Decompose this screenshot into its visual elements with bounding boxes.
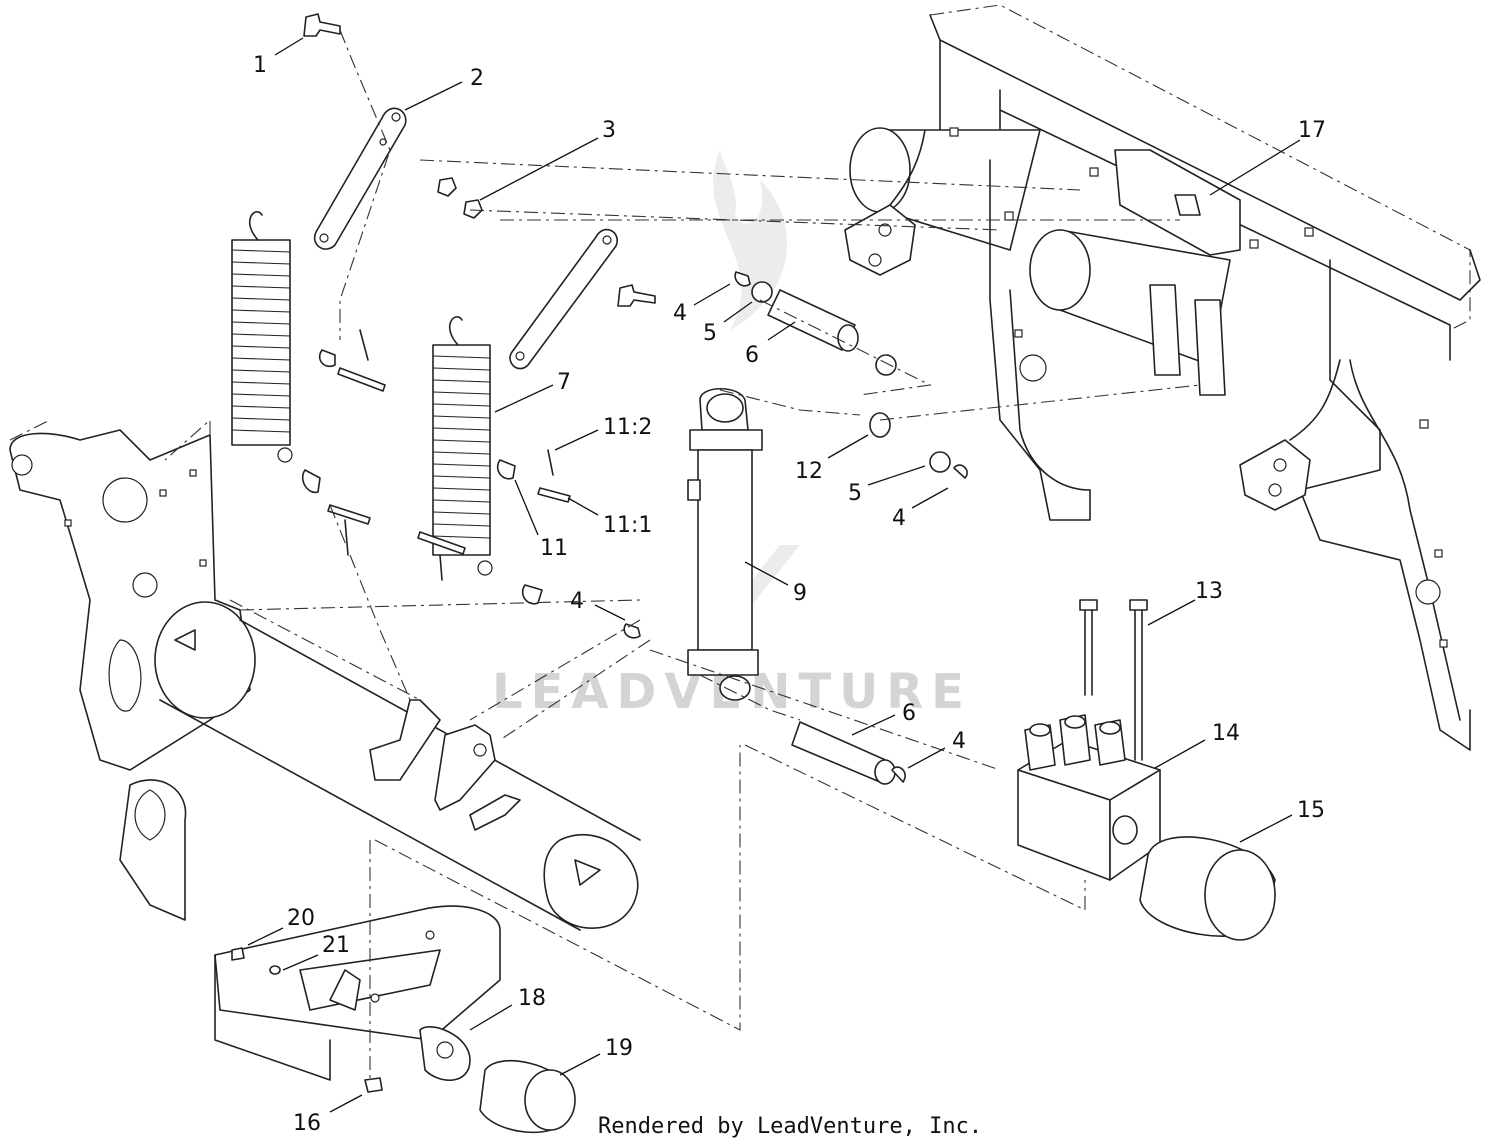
callout-4: 4 (892, 506, 906, 531)
frame-assembly (844, 4, 1481, 751)
callout-18: 18 (518, 986, 546, 1011)
callout-1: 1 (253, 53, 267, 78)
callout-7: 7 (557, 370, 571, 395)
callout-11-2: 11:2 (603, 415, 652, 440)
callout-4: 4 (952, 729, 966, 754)
callout-labels: 1 2 3 17 4 5 6 7 11:2 12 5 4 11:1 11 9 4… (253, 53, 1326, 1136)
callout-19: 19 (605, 1036, 633, 1061)
callout-4: 4 (570, 589, 584, 614)
callout-20: 20 (287, 906, 315, 931)
callout-21: 21 (322, 933, 350, 958)
callout-3: 3 (602, 118, 616, 143)
callout-6: 6 (902, 701, 916, 726)
hydraulic-cylinder (469, 271, 1201, 785)
callout-9: 9 (793, 581, 807, 606)
clevis-hardware (301, 329, 571, 701)
callout-14: 14 (1212, 721, 1240, 746)
render-credit: Rendered by LeadVenture, Inc. (598, 1114, 982, 1139)
callout-2: 2 (470, 66, 484, 91)
callout-13: 13 (1195, 579, 1223, 604)
callout-15: 15 (1297, 798, 1325, 823)
callout-17: 17 (1298, 118, 1326, 143)
valve-assembly (649, 599, 1276, 941)
filter-mount (214, 745, 741, 1134)
callout-16: 16 (293, 1111, 321, 1136)
callout-12: 12 (795, 459, 823, 484)
callout-6: 6 (745, 343, 759, 368)
lift-plates (303, 13, 1180, 370)
extension-springs (231, 211, 493, 576)
lift-arm-assembly (9, 418, 641, 931)
callout-leaders (247, 37, 1301, 1113)
callout-5: 5 (848, 481, 862, 506)
callout-11-1: 11:1 (603, 513, 652, 538)
callout-5: 5 (703, 321, 717, 346)
callout-4: 4 (673, 301, 687, 326)
callout-11: 11 (540, 536, 568, 561)
